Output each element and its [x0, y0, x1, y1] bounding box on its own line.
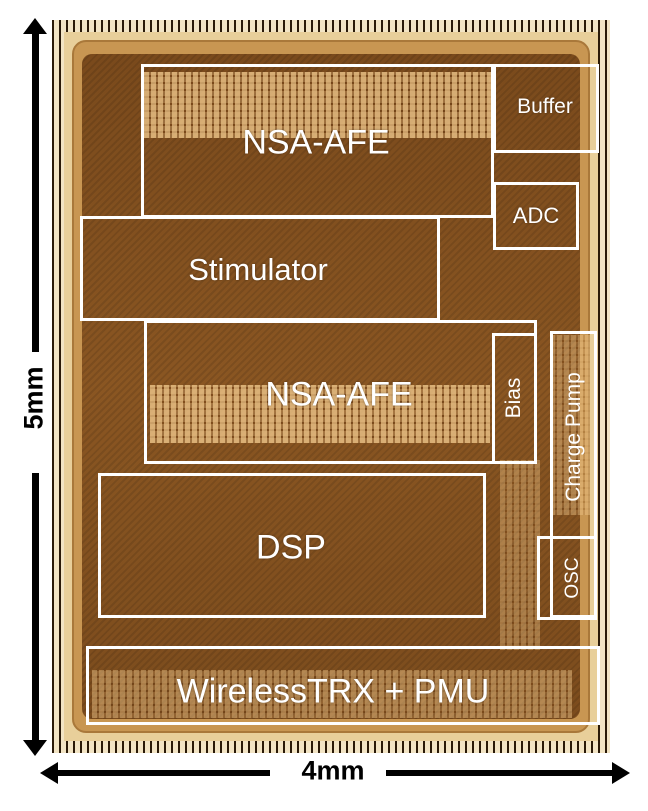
width-arrow-head-left	[40, 762, 58, 784]
nsa-afe-top-label: NSA-AFE	[242, 123, 390, 162]
width-arrow	[40, 762, 630, 784]
stimulator-label: Stimulator	[188, 252, 328, 287]
stimulator-box	[80, 216, 440, 321]
adc-box	[493, 182, 579, 250]
routing-bus	[500, 460, 540, 650]
width-dimension-label: 4mm	[301, 755, 365, 786]
height-arrow-head-bottom	[23, 740, 47, 756]
osc-label: OSC	[562, 557, 583, 599]
wireless-trx-pmu-box	[86, 646, 600, 725]
bias-label: Bias	[502, 377, 525, 419]
width-arrow-shaft-left	[56, 770, 270, 776]
adc-label: ADC	[512, 203, 560, 228]
charge-pump-box	[550, 331, 597, 618]
wireless-trx-pmu-label: WirelessTRX + PMU	[176, 672, 490, 711]
width-arrow-shaft-right	[386, 770, 612, 776]
dsp-label: DSP	[256, 528, 326, 567]
bias-box	[492, 333, 537, 464]
osc-box	[537, 536, 597, 620]
height-arrow-head-top	[23, 18, 47, 34]
height-dimension-label: 5mm	[18, 366, 49, 430]
buffer-box	[493, 64, 599, 153]
chip-die-photo	[52, 20, 610, 753]
height-arrow-shaft-bottom	[32, 473, 39, 743]
charge-pump-label: Charge Pump	[562, 372, 585, 502]
afe-bottom-circuitry	[150, 385, 490, 443]
afe-top-circuitry	[144, 72, 492, 138]
height-arrow	[23, 18, 47, 756]
dsp-box	[98, 473, 486, 618]
trx-circuitry	[92, 670, 572, 718]
buffer-label: Buffer	[517, 95, 573, 118]
height-arrow-shaft-top	[32, 32, 39, 352]
width-arrow-head-right	[612, 762, 630, 784]
charge-pump-circuitry	[550, 335, 590, 515]
nsa-afe-bottom-label: NSA-AFE	[265, 375, 413, 414]
